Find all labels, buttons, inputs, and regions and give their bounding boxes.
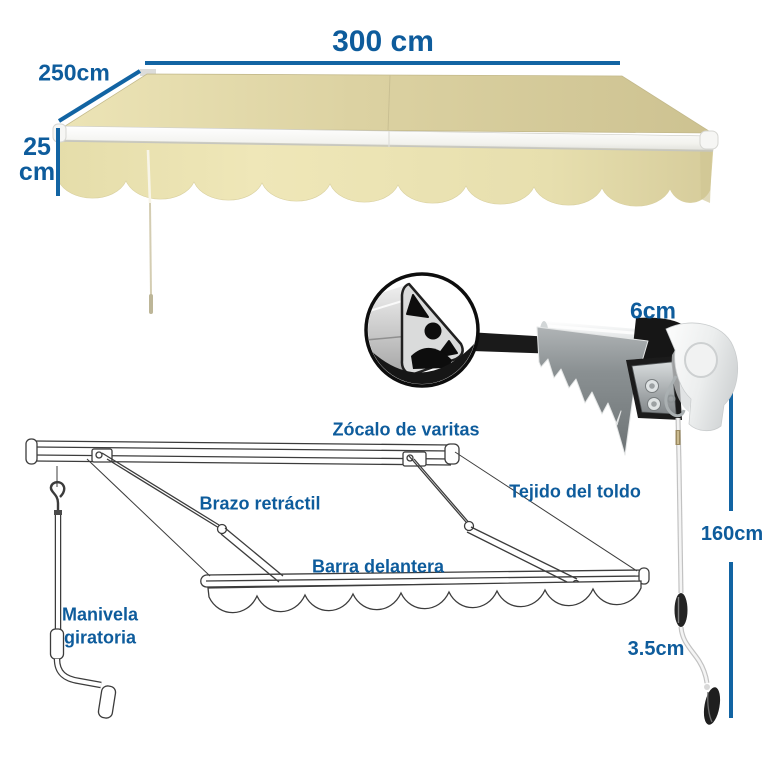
profile-inset: [364, 272, 480, 388]
crank-diameter-label: 3.5cm: [627, 638, 685, 661]
part-label-crank: Manivela giratoria: [62, 604, 138, 651]
cassette-size-label: 6cm: [629, 297, 677, 324]
bolt-top-center: [649, 383, 655, 389]
wf-valance: [207, 580, 642, 614]
valance-right-shade: [700, 148, 712, 203]
back-mount-hint: [140, 69, 156, 76]
pull-cord: [146, 149, 153, 314]
wf-fabric-right-edge: [454, 451, 638, 572]
elbow-shade: [671, 350, 691, 412]
part-label-fabric: Tejido del toldo: [509, 481, 641, 502]
dimension-lines: [56, 61, 733, 718]
valance-height-unit: cm: [18, 158, 56, 186]
fabric-seam: [387, 74, 391, 132]
part-label-front-bar: Barra delantera: [311, 556, 445, 577]
part-label-crank-line1: Manivela: [61, 604, 139, 625]
valance-height-value: 25: [23, 133, 51, 161]
elbow-boss: [684, 342, 718, 378]
bolt-bottom-center: [651, 401, 657, 407]
wireframe-diagram: [25, 438, 650, 719]
aluminium-profile: [368, 282, 476, 384]
projection-dimension-label: 250cm: [38, 59, 110, 86]
wf-crank: [49, 466, 117, 719]
part-label-back-bar: Zócalo de varitas: [332, 419, 480, 440]
awning-valance: [57, 137, 714, 207]
wf-arm-left: [101, 452, 284, 583]
wf-fabric-left-edge: [86, 458, 211, 577]
part-label-crank-line2: giratoria: [63, 628, 137, 648]
torn-gray-fabric: [536, 326, 649, 456]
bar-right-cap: [699, 130, 719, 150]
width-dimension-label: 300 cm: [332, 24, 434, 58]
crank-rod-photo: [664, 375, 721, 725]
wf-back-bar: [25, 438, 460, 467]
awning-top-fabric: [60, 73, 714, 134]
bar-shadow: [57, 140, 714, 152]
awning-photo: [52, 69, 719, 314]
tube-highlight: [547, 324, 646, 336]
projection-dimension-line: [57, 69, 142, 123]
crank-length-label: 160cm: [700, 523, 764, 546]
part-label-arm: Brazo retráctil: [199, 493, 321, 514]
bracket-closeup: [536, 317, 738, 725]
